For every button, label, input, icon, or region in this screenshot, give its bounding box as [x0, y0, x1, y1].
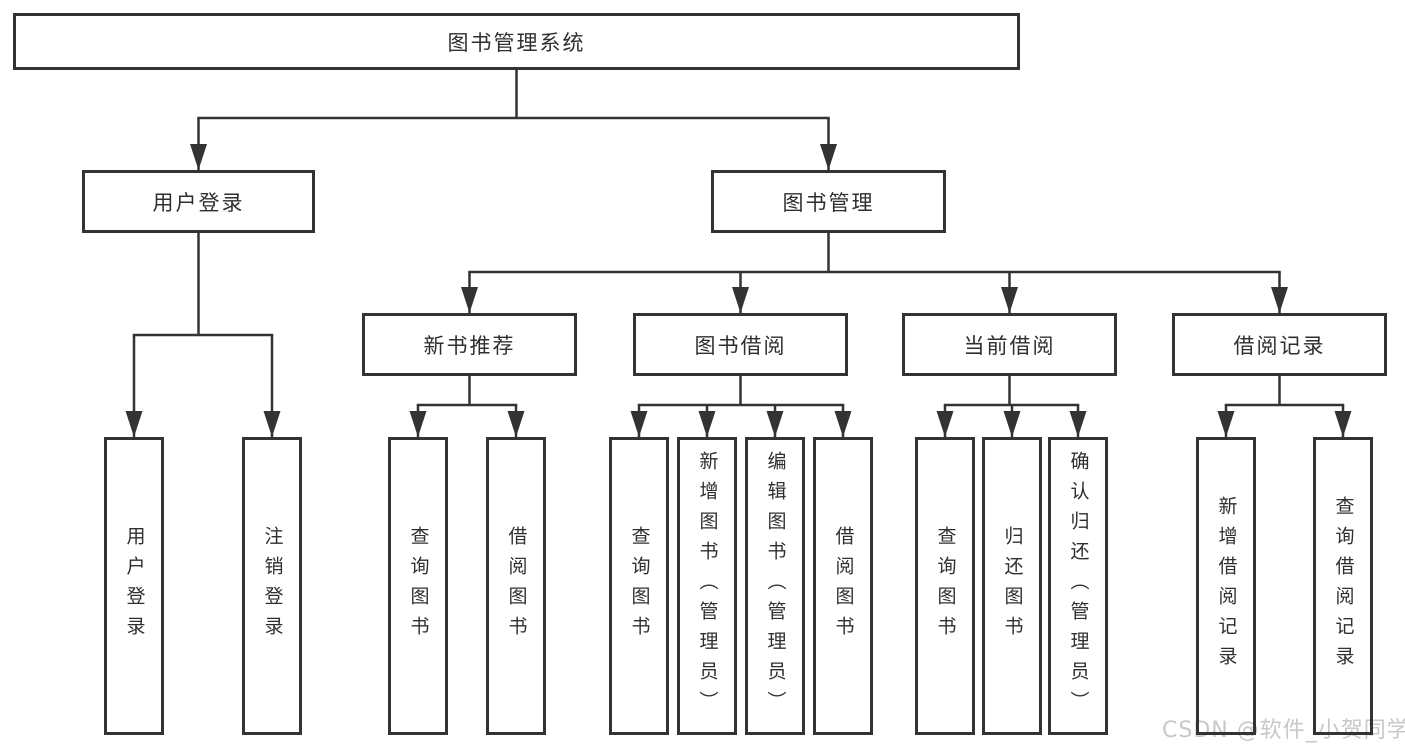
leaf-logout: 注销登录 [242, 437, 302, 735]
node-book-borrowing: 图书借阅 [633, 313, 848, 376]
node-new-book-recommendation: 新书推荐 [362, 313, 577, 376]
leaf-add-books-admin: 新增图书（管理员） [677, 437, 737, 735]
connector-root-trunk [197, 68, 830, 120]
node-book-management: 图书管理 [711, 170, 946, 233]
leaf-query-books-recommend: 查询图书 [388, 437, 448, 735]
node-borrowing-records: 借阅记录 [1172, 313, 1387, 376]
connector-current-borrow-trunk [943, 374, 1080, 407]
connector-book-management-trunk [468, 231, 1281, 274]
leaf-borrow-books-recommend: 借阅图书 [486, 437, 546, 735]
leaf-query-borrow-record: 查询借阅记录 [1313, 437, 1373, 735]
leaf-borrow-books: 借阅图书 [813, 437, 873, 735]
leaf-confirm-return-admin: 确认归还（管理员） [1048, 437, 1108, 735]
csdn-watermark: CSDN @软件_小贺同学 [1162, 718, 1405, 743]
connector-book-borrow-trunk [637, 374, 845, 407]
connector-borrow-record-trunk [1224, 374, 1345, 407]
node-root: 图书管理系统 [13, 13, 1020, 70]
node-user-login: 用户登录 [82, 170, 315, 233]
node-current-borrowing: 当前借阅 [902, 313, 1117, 376]
connector-new-book-trunk [416, 374, 518, 407]
connector-user-login-trunk [132, 231, 274, 337]
leaf-edit-books-admin: 编辑图书（管理员） [745, 437, 805, 735]
leaf-user-login: 用户登录 [104, 437, 164, 735]
leaf-query-books-current: 查询图书 [915, 437, 975, 735]
leaf-return-books: 归还图书 [982, 437, 1042, 735]
leaf-add-borrow-record: 新增借阅记录 [1196, 437, 1256, 735]
leaf-query-books-borrow: 查询图书 [609, 437, 669, 735]
